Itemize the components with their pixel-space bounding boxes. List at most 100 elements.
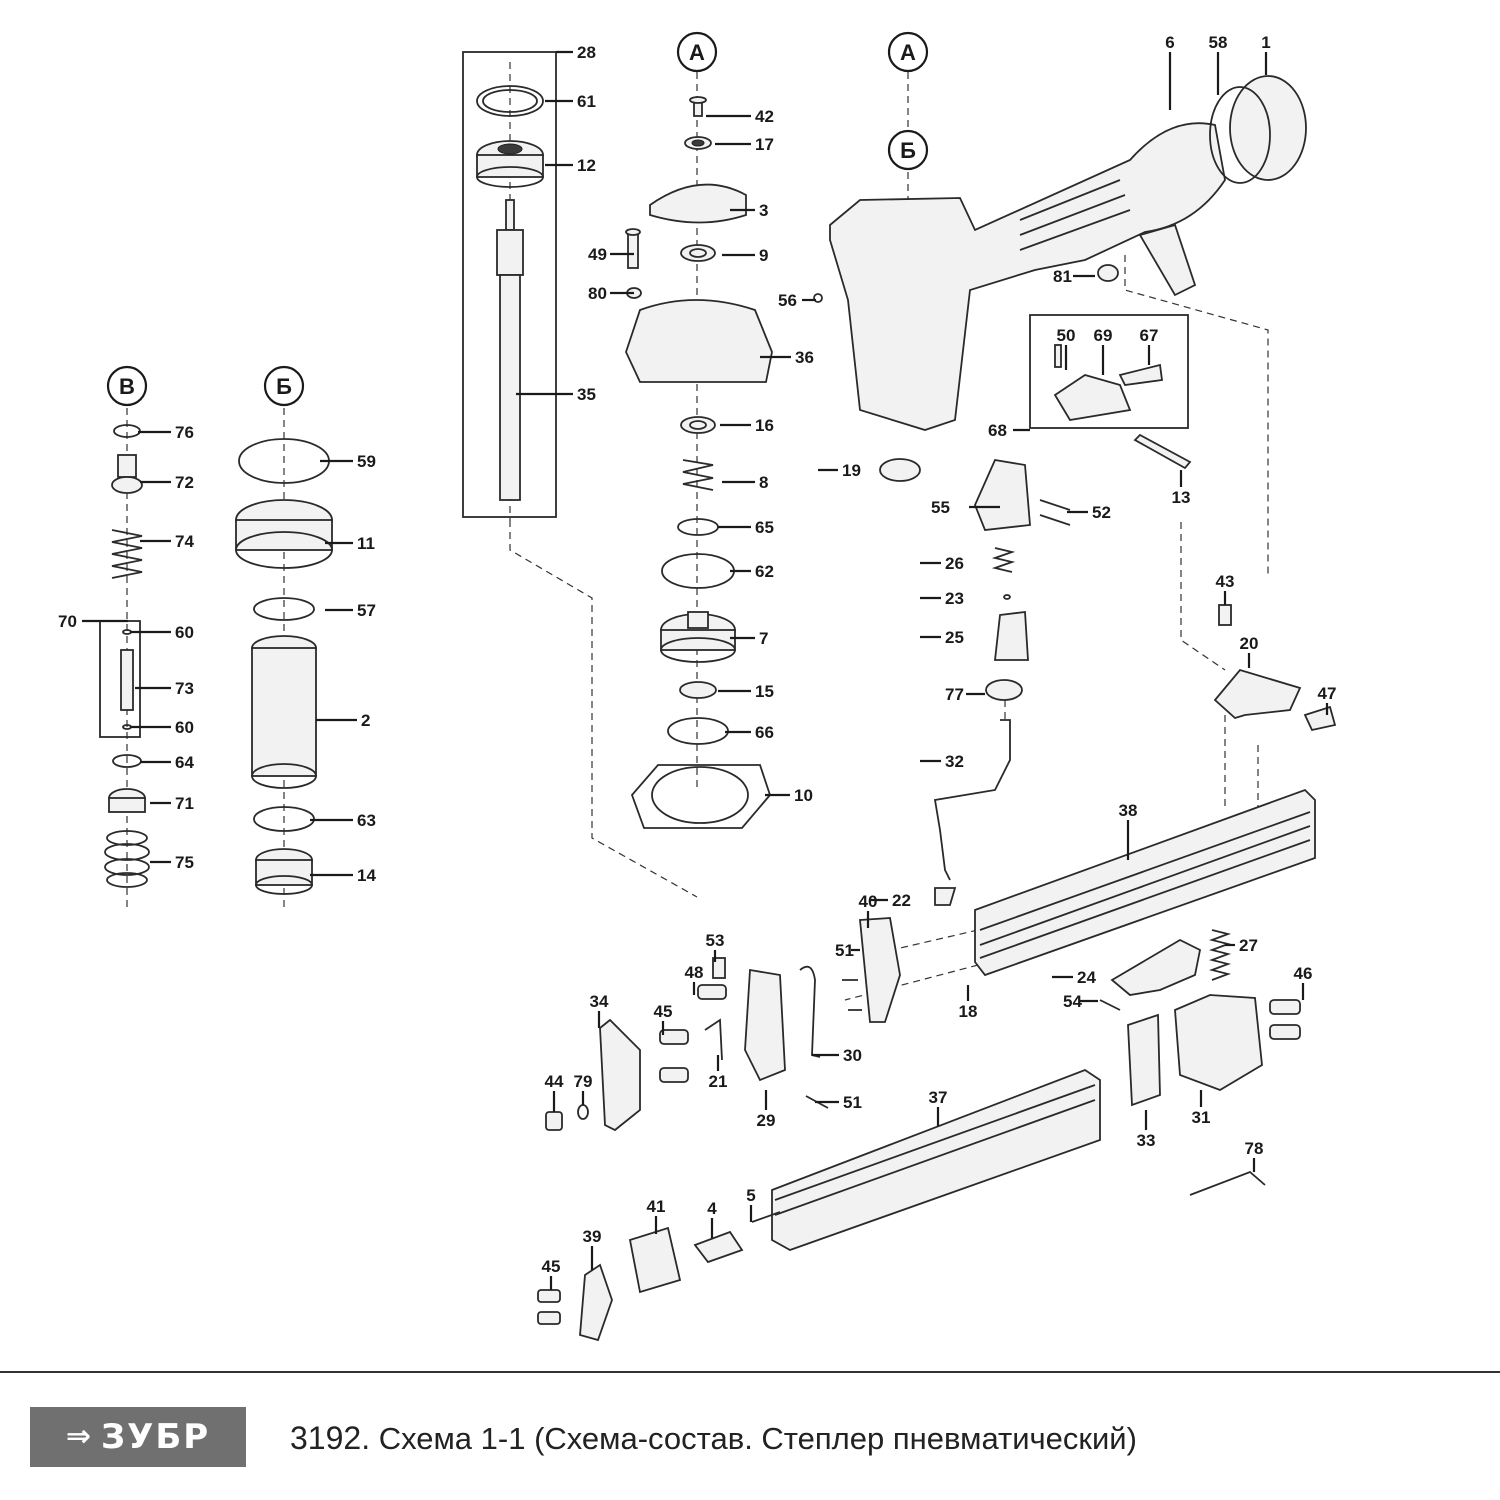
bushing-body xyxy=(255,859,313,886)
part-callout: 51 xyxy=(835,941,854,960)
part-callout: 72 xyxy=(175,473,194,492)
section-marker-label: А xyxy=(689,40,705,65)
pins xyxy=(1039,499,1071,526)
section-marker xyxy=(887,31,929,73)
part-callout: 80 xyxy=(588,284,607,303)
spring xyxy=(682,459,714,491)
part-callout: 79 xyxy=(574,1072,593,1091)
cap-part xyxy=(649,183,747,224)
part-callout: 26 xyxy=(945,554,964,573)
hex-key-78 xyxy=(1189,1170,1266,1196)
part-callout: 13 xyxy=(1172,488,1191,507)
tool-housing xyxy=(829,122,1226,431)
trigger-grip xyxy=(1138,223,1197,297)
part-callout: 56 xyxy=(778,291,797,310)
o-ring xyxy=(1209,86,1271,184)
washer-hole xyxy=(689,248,707,258)
section-marker-label: Б xyxy=(900,138,916,163)
small-ring xyxy=(813,293,823,303)
part-callout: 29 xyxy=(757,1111,776,1130)
pusher-24 xyxy=(1110,938,1202,996)
part-callout: 76 xyxy=(175,423,194,442)
wire-30 xyxy=(799,965,821,1058)
assembly-frame xyxy=(462,51,557,518)
section-marker xyxy=(263,365,305,407)
part-callout: 57 xyxy=(357,601,376,620)
part-callout: 7 xyxy=(759,629,768,648)
safety-block xyxy=(974,458,1031,531)
clip-22 xyxy=(934,887,957,906)
part-callout: 24 xyxy=(1077,968,1096,987)
spring-27 xyxy=(1208,929,1232,981)
part-callout: 48 xyxy=(685,963,704,982)
follower-4 xyxy=(693,1230,744,1264)
part-callout: 52 xyxy=(1092,503,1111,522)
part-callout: 11 xyxy=(357,534,375,553)
dashed-guide xyxy=(1124,255,1269,575)
screw-47 xyxy=(1303,705,1337,732)
gasket-hole xyxy=(651,766,749,824)
part-callout: 8 xyxy=(759,473,768,492)
part-callout: 71 xyxy=(175,794,194,813)
part-callout: 6 xyxy=(1165,33,1174,52)
driver-blade xyxy=(499,274,521,501)
part-callout: 38 xyxy=(1119,801,1138,820)
part-callout: 27 xyxy=(1239,936,1258,955)
nose-39 xyxy=(579,1263,613,1342)
spring-5 xyxy=(751,1211,781,1223)
pin-54 xyxy=(1099,999,1121,1011)
caption-text: Схема 1-1 (Схема-состав. Степлер пневмат… xyxy=(378,1421,1137,1456)
part-callout: 64 xyxy=(175,753,194,772)
part-callout: 46 xyxy=(1294,964,1313,983)
part-callout: 70 xyxy=(58,612,77,631)
dashed-guide xyxy=(509,520,698,898)
o-ring xyxy=(661,553,735,589)
part-callout: 28 xyxy=(577,43,596,62)
plate-33 xyxy=(1127,1013,1161,1107)
brand-logo: ⇒ ЗУБР xyxy=(30,1407,246,1467)
part-callout: 44 xyxy=(545,1072,564,1091)
piston-stem xyxy=(687,611,709,629)
part-callout: 51 xyxy=(843,1093,862,1112)
screw-45c xyxy=(537,1289,561,1303)
pins-51 xyxy=(842,979,862,1011)
o-ring xyxy=(253,597,315,621)
magazine-37-ribs xyxy=(774,1084,1096,1216)
part-callout: 30 xyxy=(843,1046,862,1065)
part-callout: 42 xyxy=(755,107,774,126)
spring-coil xyxy=(106,872,148,888)
part-callout: 60 xyxy=(175,718,194,737)
magazine-ribs xyxy=(979,811,1311,959)
part-callout: 73 xyxy=(175,679,194,698)
nut xyxy=(1097,264,1119,282)
spring-coil xyxy=(104,843,150,861)
part-drawings xyxy=(99,51,1337,1342)
part-callout: 33 xyxy=(1137,1131,1156,1150)
part-callouts: 1234567891011121314151617181920212223242… xyxy=(58,33,1336,1276)
part-callout: 34 xyxy=(590,992,609,1011)
spring xyxy=(111,529,143,579)
part-callout: 47 xyxy=(1318,684,1337,703)
trigger xyxy=(1053,374,1132,421)
spring-21 xyxy=(704,1018,723,1061)
section-marker-label: Б xyxy=(276,374,292,399)
section-marker-label: В xyxy=(119,374,135,399)
screw-46b xyxy=(1269,1024,1301,1040)
driver-rod xyxy=(505,199,515,231)
cylinder-cap xyxy=(625,299,773,383)
part-callout: 58 xyxy=(1209,33,1228,52)
part-callout: 61 xyxy=(577,92,596,111)
driver-head xyxy=(496,229,524,276)
part-callout: 5 xyxy=(746,1186,755,1205)
footer-divider xyxy=(0,1371,1500,1373)
part-callout: 32 xyxy=(945,752,964,771)
part-callout: 67 xyxy=(1140,326,1159,345)
screw-46 xyxy=(1269,999,1301,1015)
piston-hole xyxy=(497,143,523,155)
part-callout: 36 xyxy=(795,348,814,367)
bolt xyxy=(627,231,639,269)
piston-body xyxy=(476,154,544,178)
screw-48 xyxy=(697,984,727,1000)
cap-19 xyxy=(879,458,921,482)
part-callout: 14 xyxy=(357,866,376,885)
